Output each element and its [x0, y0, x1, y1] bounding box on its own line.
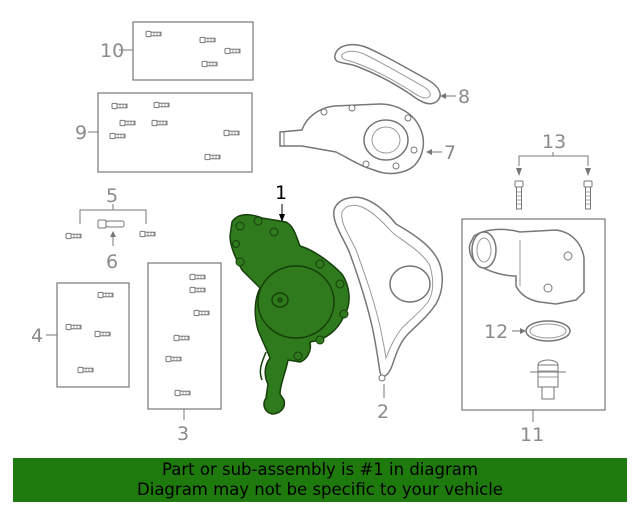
callout-5[interactable]: 5 [106, 185, 118, 207]
water-pump-1[interactable] [229, 214, 350, 415]
thermostat-kit-11[interactable] [461, 218, 606, 411]
bolt-kit-4[interactable] [56, 282, 130, 388]
pump-gasket-2[interactable] [333, 196, 443, 382]
bolt-kit-10[interactable] [132, 21, 254, 81]
callout-4[interactable]: 4 [31, 325, 43, 347]
bolts-13[interactable] [514, 180, 593, 210]
callout-13[interactable]: 13 [542, 131, 566, 153]
dowel-6[interactable] [97, 219, 125, 229]
banner-line-1: Part or sub-assembly is #1 in diagram [162, 460, 478, 479]
callout-7[interactable]: 7 [444, 142, 456, 164]
callout-11[interactable]: 11 [520, 424, 544, 446]
bolt-5-right[interactable] [139, 230, 156, 238]
callout-1[interactable]: 1 [275, 182, 287, 204]
outlet-housing-7[interactable] [279, 103, 425, 175]
callout-10[interactable]: 10 [100, 40, 124, 62]
parts-diagram: 10 9 8 7 13 [31, 21, 606, 446]
callout-2[interactable]: 2 [377, 401, 389, 423]
bolt-5-left[interactable] [65, 232, 82, 240]
arrow-8 [440, 93, 446, 99]
callout-12[interactable]: 12 [484, 321, 508, 343]
callout-9[interactable]: 9 [75, 122, 87, 144]
banner-line-2: Diagram may not be specific to your vehi… [137, 480, 503, 499]
leader-13 [518, 155, 589, 166]
gasket-8[interactable] [334, 43, 441, 105]
callout-6[interactable]: 6 [106, 251, 118, 273]
callout-8[interactable]: 8 [458, 86, 470, 108]
notice-banner: Part or sub-assembly is #1 in diagram Di… [13, 458, 627, 502]
bolt-kit-9[interactable] [97, 92, 253, 173]
bolt-kit-3[interactable] [147, 262, 222, 410]
callout-3[interactable]: 3 [177, 423, 189, 445]
arrow-7 [426, 149, 432, 155]
